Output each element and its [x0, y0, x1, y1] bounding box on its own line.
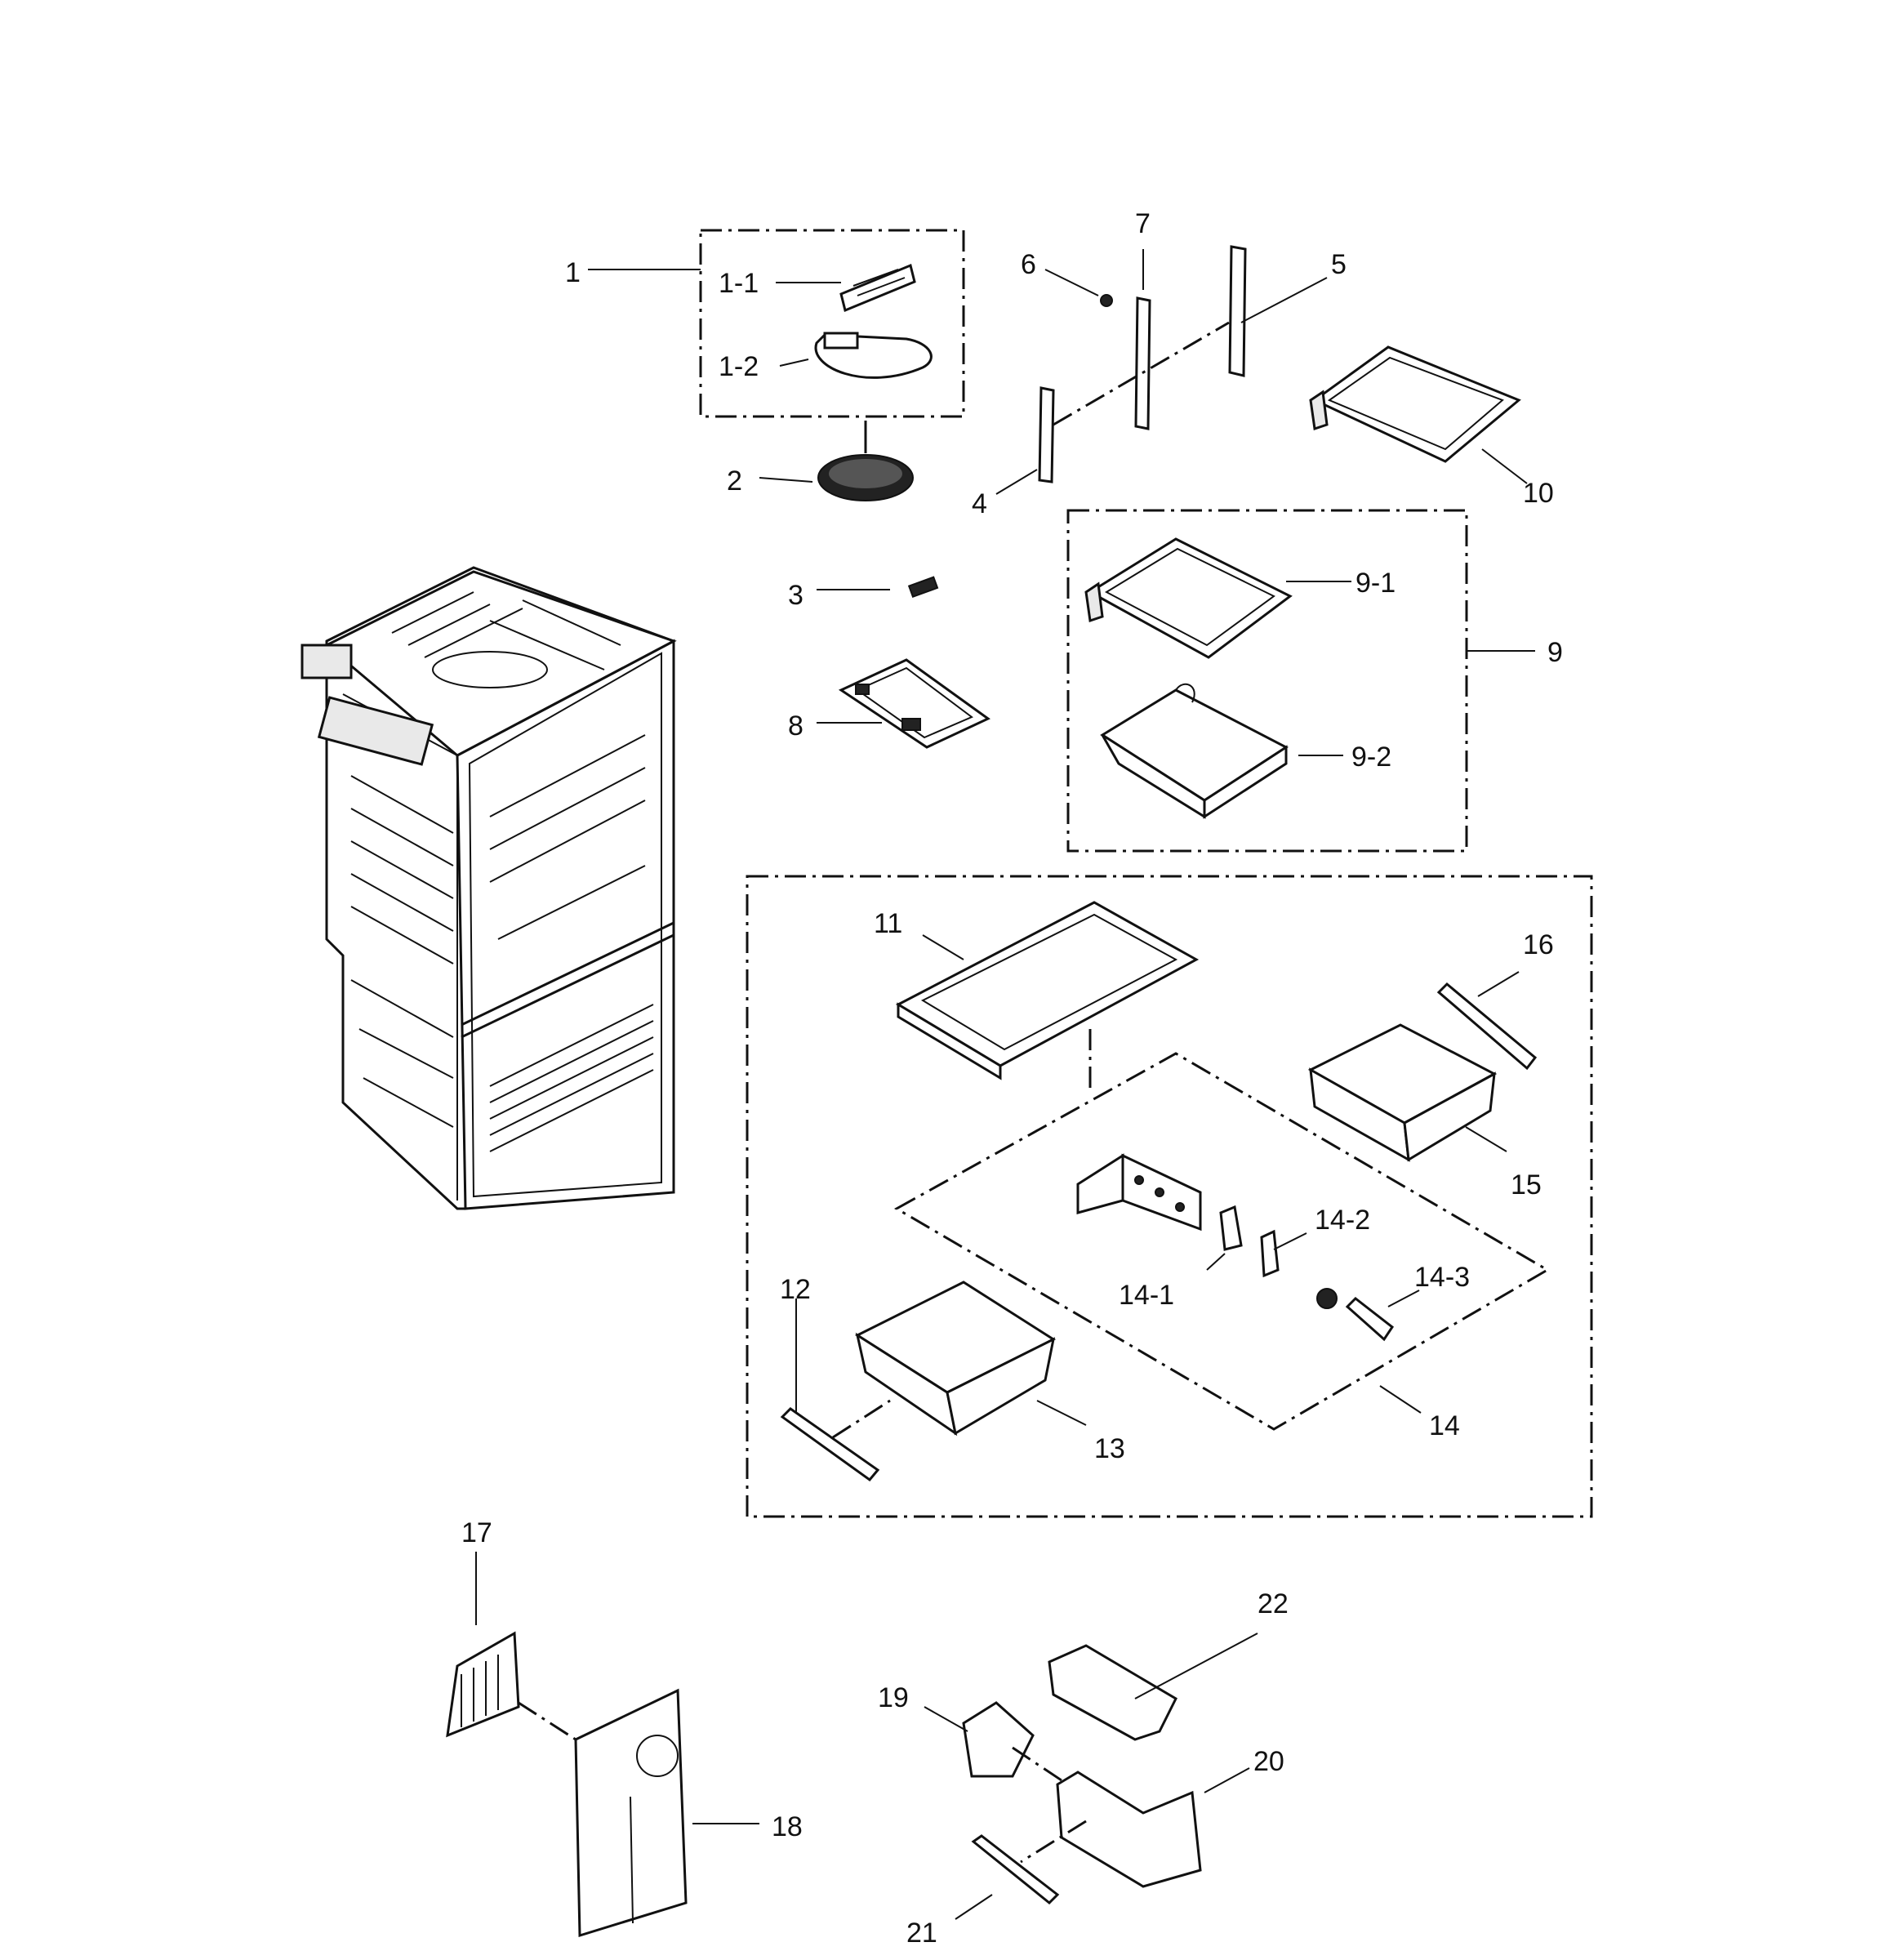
group-9-box [1066, 509, 1468, 853]
label-1-2: 1-2 [719, 351, 759, 382]
part-2-filter-grille [817, 421, 914, 501]
label-7: 7 [1135, 208, 1151, 239]
part-4-rail [1038, 386, 1055, 483]
label-9-1: 9-1 [1355, 568, 1396, 599]
group-14-box [893, 1052, 1550, 1431]
part-9-1-shelf [1084, 537, 1293, 659]
label-12: 12 [780, 1274, 811, 1305]
part-12-rail [780, 1399, 891, 1482]
label-10: 10 [1523, 478, 1554, 509]
part-22-ice-maker [1048, 1644, 1177, 1741]
label-9-2: 9-2 [1351, 742, 1391, 773]
part-1-1-cover [839, 263, 916, 313]
label-18: 18 [772, 1811, 803, 1842]
label-9: 9 [1547, 637, 1563, 668]
part-19-motor [962, 1701, 1035, 1778]
part-8-shelf [838, 658, 990, 749]
part-14-module [1076, 1153, 1202, 1232]
label-22: 22 [1258, 1588, 1289, 1619]
label-6: 6 [1021, 249, 1036, 280]
part-14-1-sensor [1219, 1205, 1243, 1251]
part-10-shelf [1309, 345, 1521, 463]
refrigerator-cabinet [300, 566, 677, 1210]
label-1-1: 1-1 [719, 268, 759, 299]
label-21: 21 [906, 1918, 937, 1949]
part-17-evaporator [446, 1631, 576, 1741]
part-9-2-drawer [1100, 683, 1289, 819]
label-5: 5 [1331, 249, 1347, 280]
label-16: 16 [1523, 929, 1554, 960]
leader-lines [475, 249, 1535, 1920]
part-14-2-bracket [1260, 1229, 1280, 1278]
label-8: 8 [788, 710, 804, 742]
part-16-rail [1436, 982, 1538, 1071]
label-2: 2 [727, 466, 742, 497]
callout-labels: 1 1-1 1-2 2 3 4 5 6 7 8 9 9-1 9-2 10 11 … [461, 208, 1563, 1949]
group-11-16-box [746, 875, 1593, 1518]
group-1-box [699, 229, 965, 418]
part-7-rail [1134, 296, 1151, 430]
part-14-3-motor [1316, 1288, 1395, 1342]
label-14: 14 [1429, 1410, 1460, 1441]
label-14-1: 14-1 [1119, 1280, 1174, 1311]
part-3-clip [907, 576, 939, 599]
part-1-2-housing [814, 332, 933, 379]
label-13: 13 [1094, 1433, 1125, 1464]
part-13-crisper-drawer [854, 1281, 1057, 1437]
label-4: 4 [972, 488, 987, 519]
part-6-screw [1100, 294, 1113, 307]
label-15: 15 [1511, 1169, 1542, 1200]
label-14-3: 14-3 [1414, 1262, 1470, 1293]
part-5-rail [1228, 245, 1247, 377]
label-11: 11 [874, 908, 902, 939]
part-15-crisper-drawer [1307, 1023, 1498, 1162]
part-11-shelf [895, 901, 1200, 1090]
label-1: 1 [565, 257, 581, 288]
part-20-bucket [1012, 1746, 1202, 1888]
label-3: 3 [788, 580, 804, 611]
part-21-plate [971, 1834, 1060, 1905]
part-18-cover [574, 1688, 688, 1938]
label-17: 17 [461, 1517, 492, 1548]
label-14-2: 14-2 [1315, 1205, 1370, 1236]
label-20: 20 [1253, 1746, 1284, 1777]
label-19: 19 [878, 1682, 909, 1713]
